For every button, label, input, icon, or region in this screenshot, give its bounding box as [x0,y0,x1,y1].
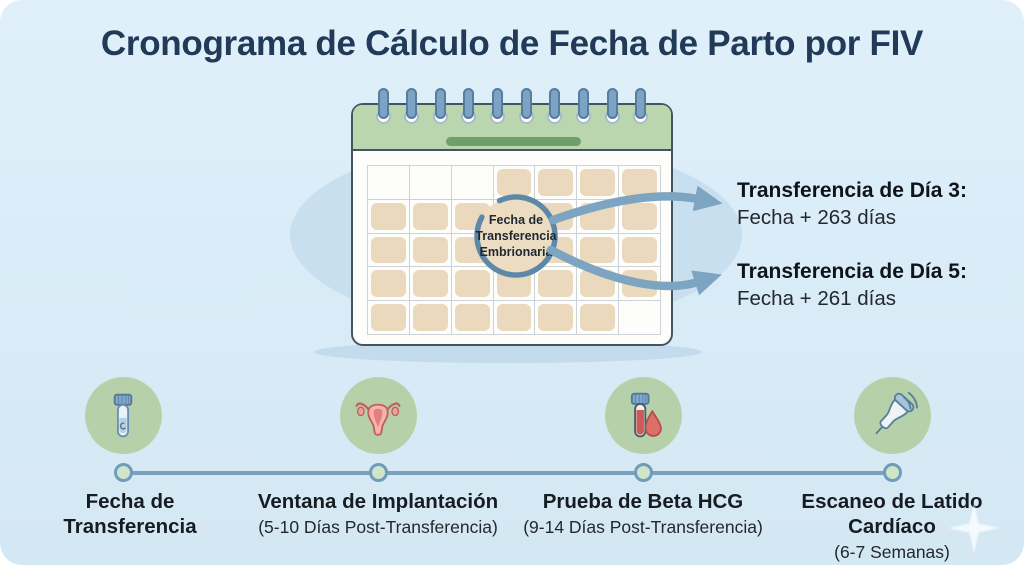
calendar-cell [368,199,410,234]
milestone-4-icon-circle [853,377,931,454]
calendar-cell [409,267,452,302]
calendar-cell [368,267,410,302]
calendar-cell [577,301,620,335]
ultrasound-probe-icon [875,391,918,434]
calendar-cell [409,199,452,234]
binder-ring [635,88,647,119]
binder-ring [492,88,504,119]
milestone-2-icon-circle [339,377,417,454]
binder-ring [549,88,561,119]
calendar-cell [368,166,410,200]
calendar-cell [577,233,620,268]
transfer-date-annotation: Fecha de Transferencia Embrionaria [472,192,560,280]
timeline-node-2 [368,463,388,482]
milestone-3-icon-circle [604,377,682,454]
day5-rule-label: Transferencia de Día 5: [737,260,967,283]
calendar-cell [619,166,661,200]
calendar-shadow [314,341,702,363]
timeline-node-3 [633,463,653,482]
calendar-header-bar [446,137,581,146]
calendar-cell [577,267,620,302]
uterus-icon [355,401,401,436]
annotation-label: Fecha de Transferencia Embrionaria [475,212,557,260]
binder-ring [463,88,475,119]
calendar-cell [535,301,578,335]
binder-ring [406,88,418,119]
calendar-cell [368,233,410,268]
day3-rule-label: Transferencia de Día 3: [737,179,967,202]
calendar-cell [619,301,661,335]
calendar-cell [409,233,452,268]
milestone-4-label: Escaneo de Latido Cardíaco (6-7 Semanas) [801,490,983,562]
milestone-3-label: Prueba de Beta HCG (9-14 Días Post-Trans… [523,490,763,537]
calendar-cell [619,267,661,302]
milestone-1-label: Fecha de Transferencia [63,490,197,538]
milestone-2-label: Ventana de Implantación (5-10 Días Post-… [257,490,499,537]
calendar-cell [577,199,620,234]
timeline-node-4 [882,463,902,482]
calendar-cell [451,267,494,302]
page-title: Cronograma de Cálculo de Fecha de Parto … [100,24,924,63]
calendar-cell [368,301,410,335]
calendar-header [353,105,671,151]
day3-rule-value: Fecha + 263 días [737,206,896,229]
binder-ring [520,88,532,119]
timeline-line [123,471,892,475]
day3-rule: Transferencia de Día 3: Fecha + 263 días [737,179,967,230]
blood-test-icon [630,392,662,437]
calendar-cell [409,166,452,200]
calendar-cell [577,166,620,200]
calendar-cell [451,301,494,335]
milestone-1-icon-circle [84,377,162,454]
calendar-cell [451,166,494,200]
day5-rule: Transferencia de Día 5: Fecha + 261 días [737,260,967,311]
binder-ring [606,88,618,119]
day5-rule-value: Fecha + 261 días [737,287,896,310]
calendar-cell [493,301,536,335]
test-tube-icon [113,393,133,437]
sparkle-icon [949,503,999,553]
calendar-cell [619,199,661,234]
binder-ring [578,88,590,119]
calendar-cell [619,233,661,268]
binder-ring [434,88,446,119]
binder-ring [377,88,389,119]
calendar-illustration: Fecha de Transferencia Embrionaria [351,88,673,346]
calendar-cell [409,301,452,335]
timeline-node-1 [113,463,133,482]
